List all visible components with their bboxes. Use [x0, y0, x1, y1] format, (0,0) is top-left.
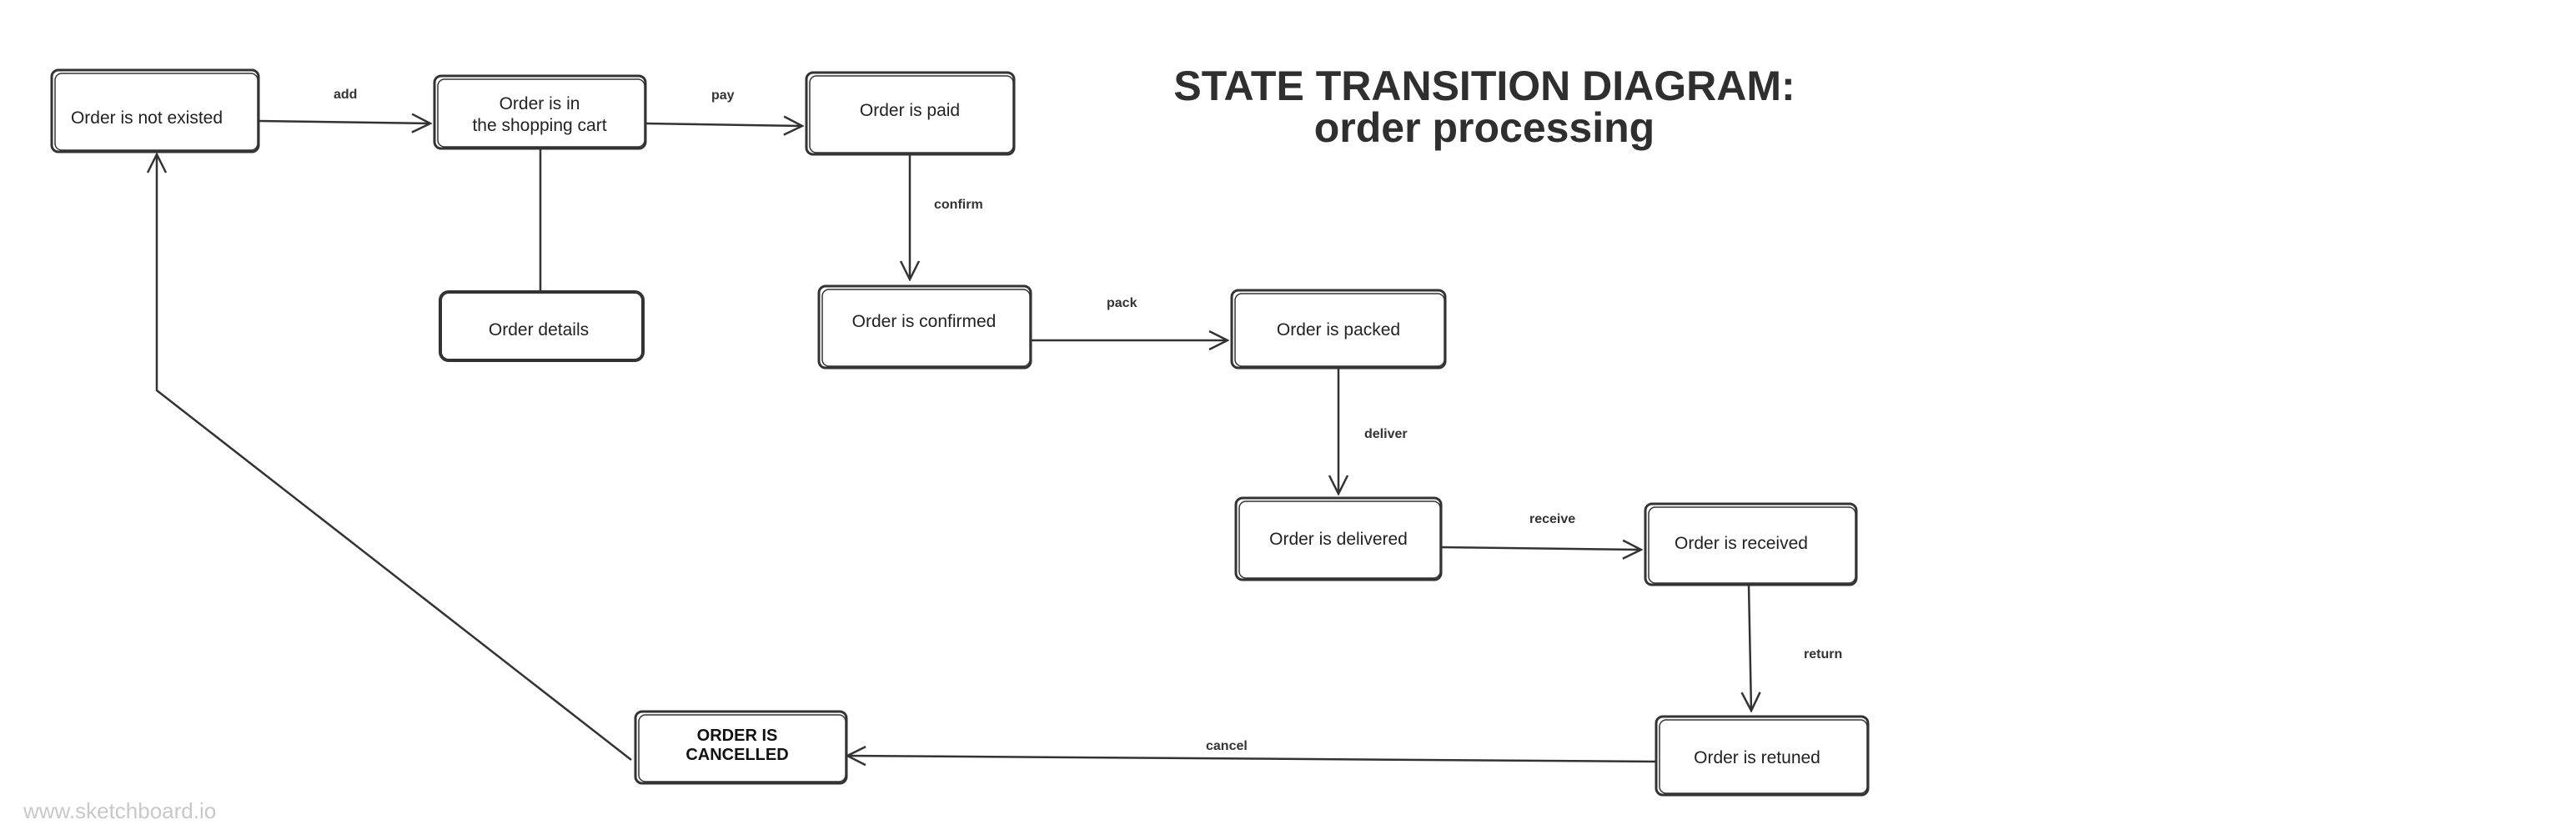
state-packed-label: Order is packed — [1277, 320, 1400, 340]
transition-receive-label: receive — [1529, 512, 1575, 526]
transition-add-line — [258, 121, 430, 123]
state-received-label: Order is received — [1675, 534, 1808, 553]
transition-return-label: return — [1804, 647, 1842, 661]
state-paid-box — [805, 71, 1016, 156]
diagram-title: STATE TRANSITION DIAGRAM: order processi… — [1151, 65, 1818, 148]
transition-pay-line — [645, 123, 802, 126]
state-details-box — [439, 290, 645, 362]
state-retuned-box — [1655, 715, 1870, 797]
transition-cancel-label: cancel — [1206, 739, 1248, 753]
transition-pack-label: pack — [1107, 296, 1137, 310]
transition-confirm-label: confirm — [934, 198, 983, 212]
state-delivered-box — [1234, 496, 1443, 581]
transition-return-line — [1749, 584, 1751, 711]
state-not-existed-box — [50, 68, 260, 153]
diagram-title-line1: STATE TRANSITION DIAGRAM: — [1173, 63, 1795, 109]
transition-pay-label: pay — [711, 88, 735, 103]
transition-cancel-line — [847, 756, 1657, 762]
state-confirmed-box — [817, 284, 1032, 370]
state-cancelled-label-line2: CANCELLED — [685, 746, 788, 764]
diagram-title-line2: order processing — [1313, 104, 1655, 151]
transition-receive-line — [1440, 547, 1641, 550]
state-in-cart-label-line2: the shopping cart — [472, 116, 606, 135]
state-retuned-label: Order is retuned — [1694, 748, 1820, 767]
state-in-cart-label-line1: Order is in — [500, 94, 580, 113]
state-packed-box — [1230, 289, 1447, 370]
watermark-text: www.sketchboard.io — [23, 798, 217, 823]
state-details-label: Order details — [489, 320, 589, 340]
state-received-box — [1644, 502, 1858, 586]
state-in-cart-box — [433, 74, 647, 150]
state-delivered-label: Order is delivered — [1269, 530, 1408, 549]
transition-deliver-label: deliver — [1364, 427, 1408, 441]
state-confirmed-label: Order is confirmed — [852, 312, 997, 331]
state-cancelled-box — [634, 710, 848, 785]
transition-add-label: add — [334, 88, 357, 102]
cancel-back-line — [157, 154, 632, 761]
state-not-existed-label: Order is not existed — [71, 108, 223, 128]
state-cancelled-label-line1: ORDER IS — [697, 727, 778, 745]
state-paid-label: Order is paid — [860, 101, 960, 120]
